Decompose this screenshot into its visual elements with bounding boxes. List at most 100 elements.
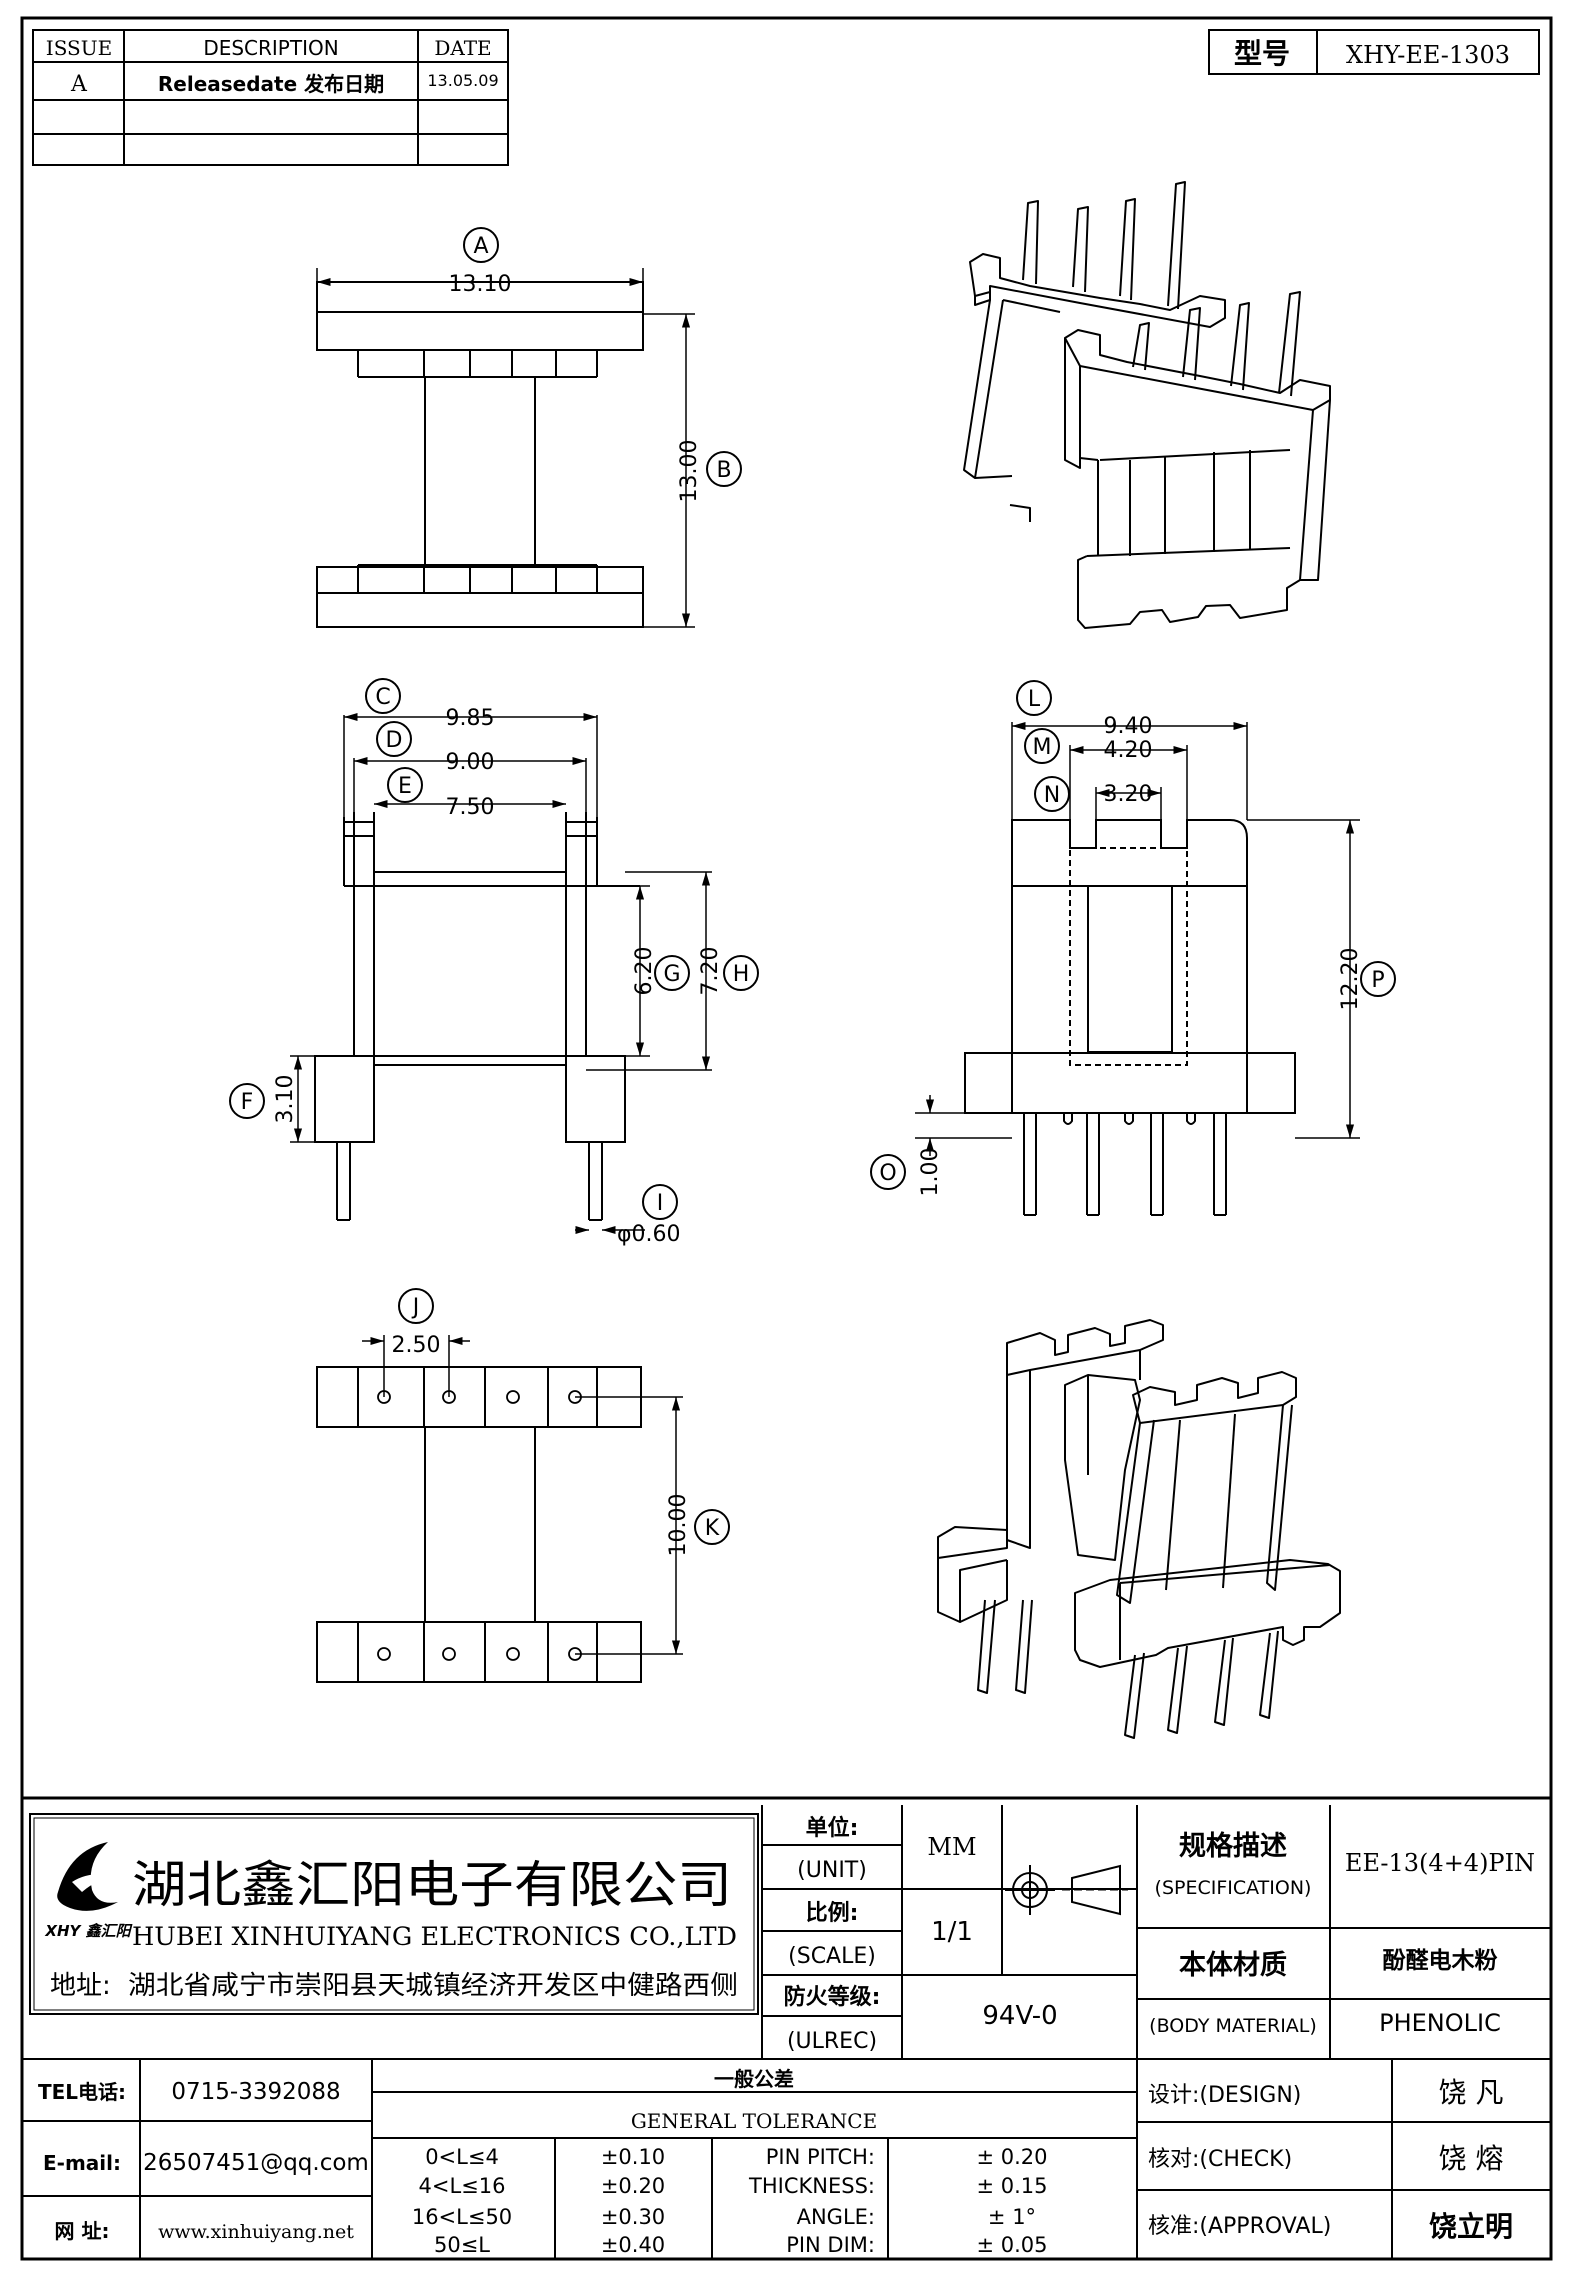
dim-g-callout: G	[654, 955, 690, 991]
tolerance-other-label: PIN PITCH:	[766, 2145, 875, 2169]
side-view	[964, 819, 1296, 1216]
address-label: 地址:	[50, 1971, 111, 2001]
svg-text:A: A	[473, 234, 488, 259]
scale-label-en: (SCALE)	[788, 1944, 876, 1969]
model-box	[1208, 29, 1540, 75]
dim-k-callout: K	[694, 1509, 730, 1545]
tolerance-range: 50≤L	[434, 2233, 490, 2257]
material-label-en: (BODY MATERIAL)	[1149, 2015, 1317, 2037]
tolerance-value: ±0.40	[601, 2233, 665, 2257]
unit-label: 单位:	[806, 1815, 859, 1841]
fire-rating-value: 94V-0	[982, 2001, 1057, 2031]
check-label: 核对:(CHECK)	[1148, 2147, 1292, 2172]
tolerance-value: ±0.20	[601, 2174, 665, 2198]
dim-j-callout: J	[398, 1288, 434, 1324]
material-label: 本体材质	[1179, 1950, 1287, 1981]
svg-text:M: M	[1033, 735, 1052, 760]
website-value: www.xinhuiyang.net	[158, 2221, 354, 2243]
material-value-en: PHENOLIC	[1379, 2009, 1501, 2037]
dim-m-callout: M	[1024, 728, 1060, 764]
tolerance-range: 4<L≤16	[419, 2174, 506, 2198]
company-name-en: HUBEI XINHUIYANG ELECTRONICS CO.,LTD	[132, 1922, 737, 1951]
spec-label-en: (SPECIFICATION)	[1155, 1877, 1312, 1899]
svg-text:D: D	[386, 728, 403, 753]
rev-description-cell: Releasedate 发布日期	[158, 72, 384, 96]
svg-text:G: G	[663, 962, 680, 987]
tolerance-other-value: ± 0.20	[976, 2145, 1047, 2169]
dim-n-value: 3.20	[1104, 782, 1153, 807]
dim-f-callout: F	[229, 1083, 265, 1119]
tolerance-value: ±0.30	[601, 2205, 665, 2229]
dim-h-value: 7.20	[698, 947, 723, 996]
dim-p-callout: P	[1360, 961, 1396, 997]
website-label: 网 址:	[55, 2219, 110, 2243]
svg-text:N: N	[1044, 783, 1060, 808]
svg-text:P: P	[1371, 968, 1384, 993]
dim-d-value: 9.00	[446, 750, 495, 775]
unit-label-en: (UNIT)	[797, 1858, 867, 1883]
dim-o-callout: O	[870, 1154, 906, 1190]
dim-a-value: 13.10	[449, 272, 512, 297]
logo-text: XHY 鑫汇阳	[44, 1922, 132, 1940]
svg-text:F: F	[241, 1090, 254, 1115]
isometric-view-lower	[937, 1319, 1341, 1739]
rev-issue-cell: A	[70, 72, 88, 97]
address-value: 湖北省咸宁市崇阳县天城镇经济开发区中健路西侧	[128, 1971, 738, 2001]
svg-text:L: L	[1028, 687, 1041, 712]
svg-text:O: O	[879, 1161, 896, 1186]
company-name-cn: 湖北鑫汇阳电子有限公司	[132, 1856, 732, 1914]
svg-text:E: E	[398, 774, 412, 799]
tolerance-other-label: PIN DIM:	[786, 2233, 875, 2257]
rev-header-description: DESCRIPTION	[203, 36, 338, 60]
bottom-view-pin-holes	[377, 1390, 582, 1661]
dim-l-value: 9.40	[1104, 714, 1153, 739]
approval-label: 核准:(APPROVAL)	[1148, 2214, 1331, 2239]
model-number: XHY-EE-1303	[1346, 41, 1510, 69]
dimension-lines-top	[316, 268, 695, 628]
tolerance-other-label: ANGLE:	[797, 2205, 875, 2229]
scale-value: 1/1	[931, 1917, 973, 1947]
rev-header-issue: ISSUE	[46, 36, 112, 60]
tolerance-title-cn: 一般公差	[714, 2067, 794, 2091]
email-value: 26507451@qq.com	[143, 2150, 369, 2176]
spec-label: 规格描述	[1179, 1831, 1287, 1862]
tolerance-range: 0<L≤4	[425, 2145, 499, 2169]
revision-table	[32, 29, 509, 166]
svg-text:I: I	[657, 1191, 664, 1216]
svg-text:H: H	[733, 962, 750, 987]
dim-e-value: 7.50	[446, 795, 495, 820]
rev-header-date: DATE	[434, 36, 491, 60]
dim-f-value: 3.10	[273, 1075, 298, 1124]
front-view	[314, 812, 640, 1221]
checker-name: 饶 熔	[1439, 2142, 1504, 2175]
svg-text:J: J	[411, 1295, 420, 1320]
material-value-cn: 酚醛电木粉	[1383, 1948, 1498, 1974]
dimension-lines-bottom	[362, 1335, 683, 1655]
dim-c-value: 9.85	[446, 706, 495, 731]
dim-m-value: 4.20	[1104, 738, 1153, 763]
bottom-view	[316, 1366, 642, 1683]
svg-text:K: K	[705, 1516, 720, 1541]
svg-text:B: B	[716, 458, 731, 483]
dim-a-callout: A	[463, 227, 499, 263]
dim-g-value: 6.20	[632, 947, 657, 996]
company-logo: XHY 鑫汇阳	[44, 1842, 133, 1940]
dim-i-callout: I	[642, 1184, 678, 1220]
dim-e-callout: E	[387, 767, 423, 803]
dim-k-value: 10.00	[666, 1494, 691, 1557]
projection-symbol-icon	[1005, 1864, 1128, 1916]
title-block-grid	[22, 1805, 1551, 2259]
approver-name: 饶立明	[1429, 2210, 1513, 2243]
dim-n-callout: N	[1034, 776, 1070, 812]
tolerance-value: ±0.10	[601, 2145, 665, 2169]
design-label: 设计:(DESIGN)	[1148, 2083, 1301, 2108]
fire-rating-label-en: (ULREC)	[787, 2029, 877, 2054]
dim-b-value: 13.00	[677, 440, 702, 503]
tolerance-other-value: ± 0.15	[976, 2174, 1047, 2198]
outer-frame	[20, 16, 1553, 2261]
email-label: E-mail:	[43, 2151, 121, 2175]
model-label: 型号	[1234, 37, 1290, 70]
spec-value: EE-13(4+4)PIN	[1345, 1849, 1535, 1877]
designer-name: 饶 凡	[1439, 2076, 1504, 2109]
